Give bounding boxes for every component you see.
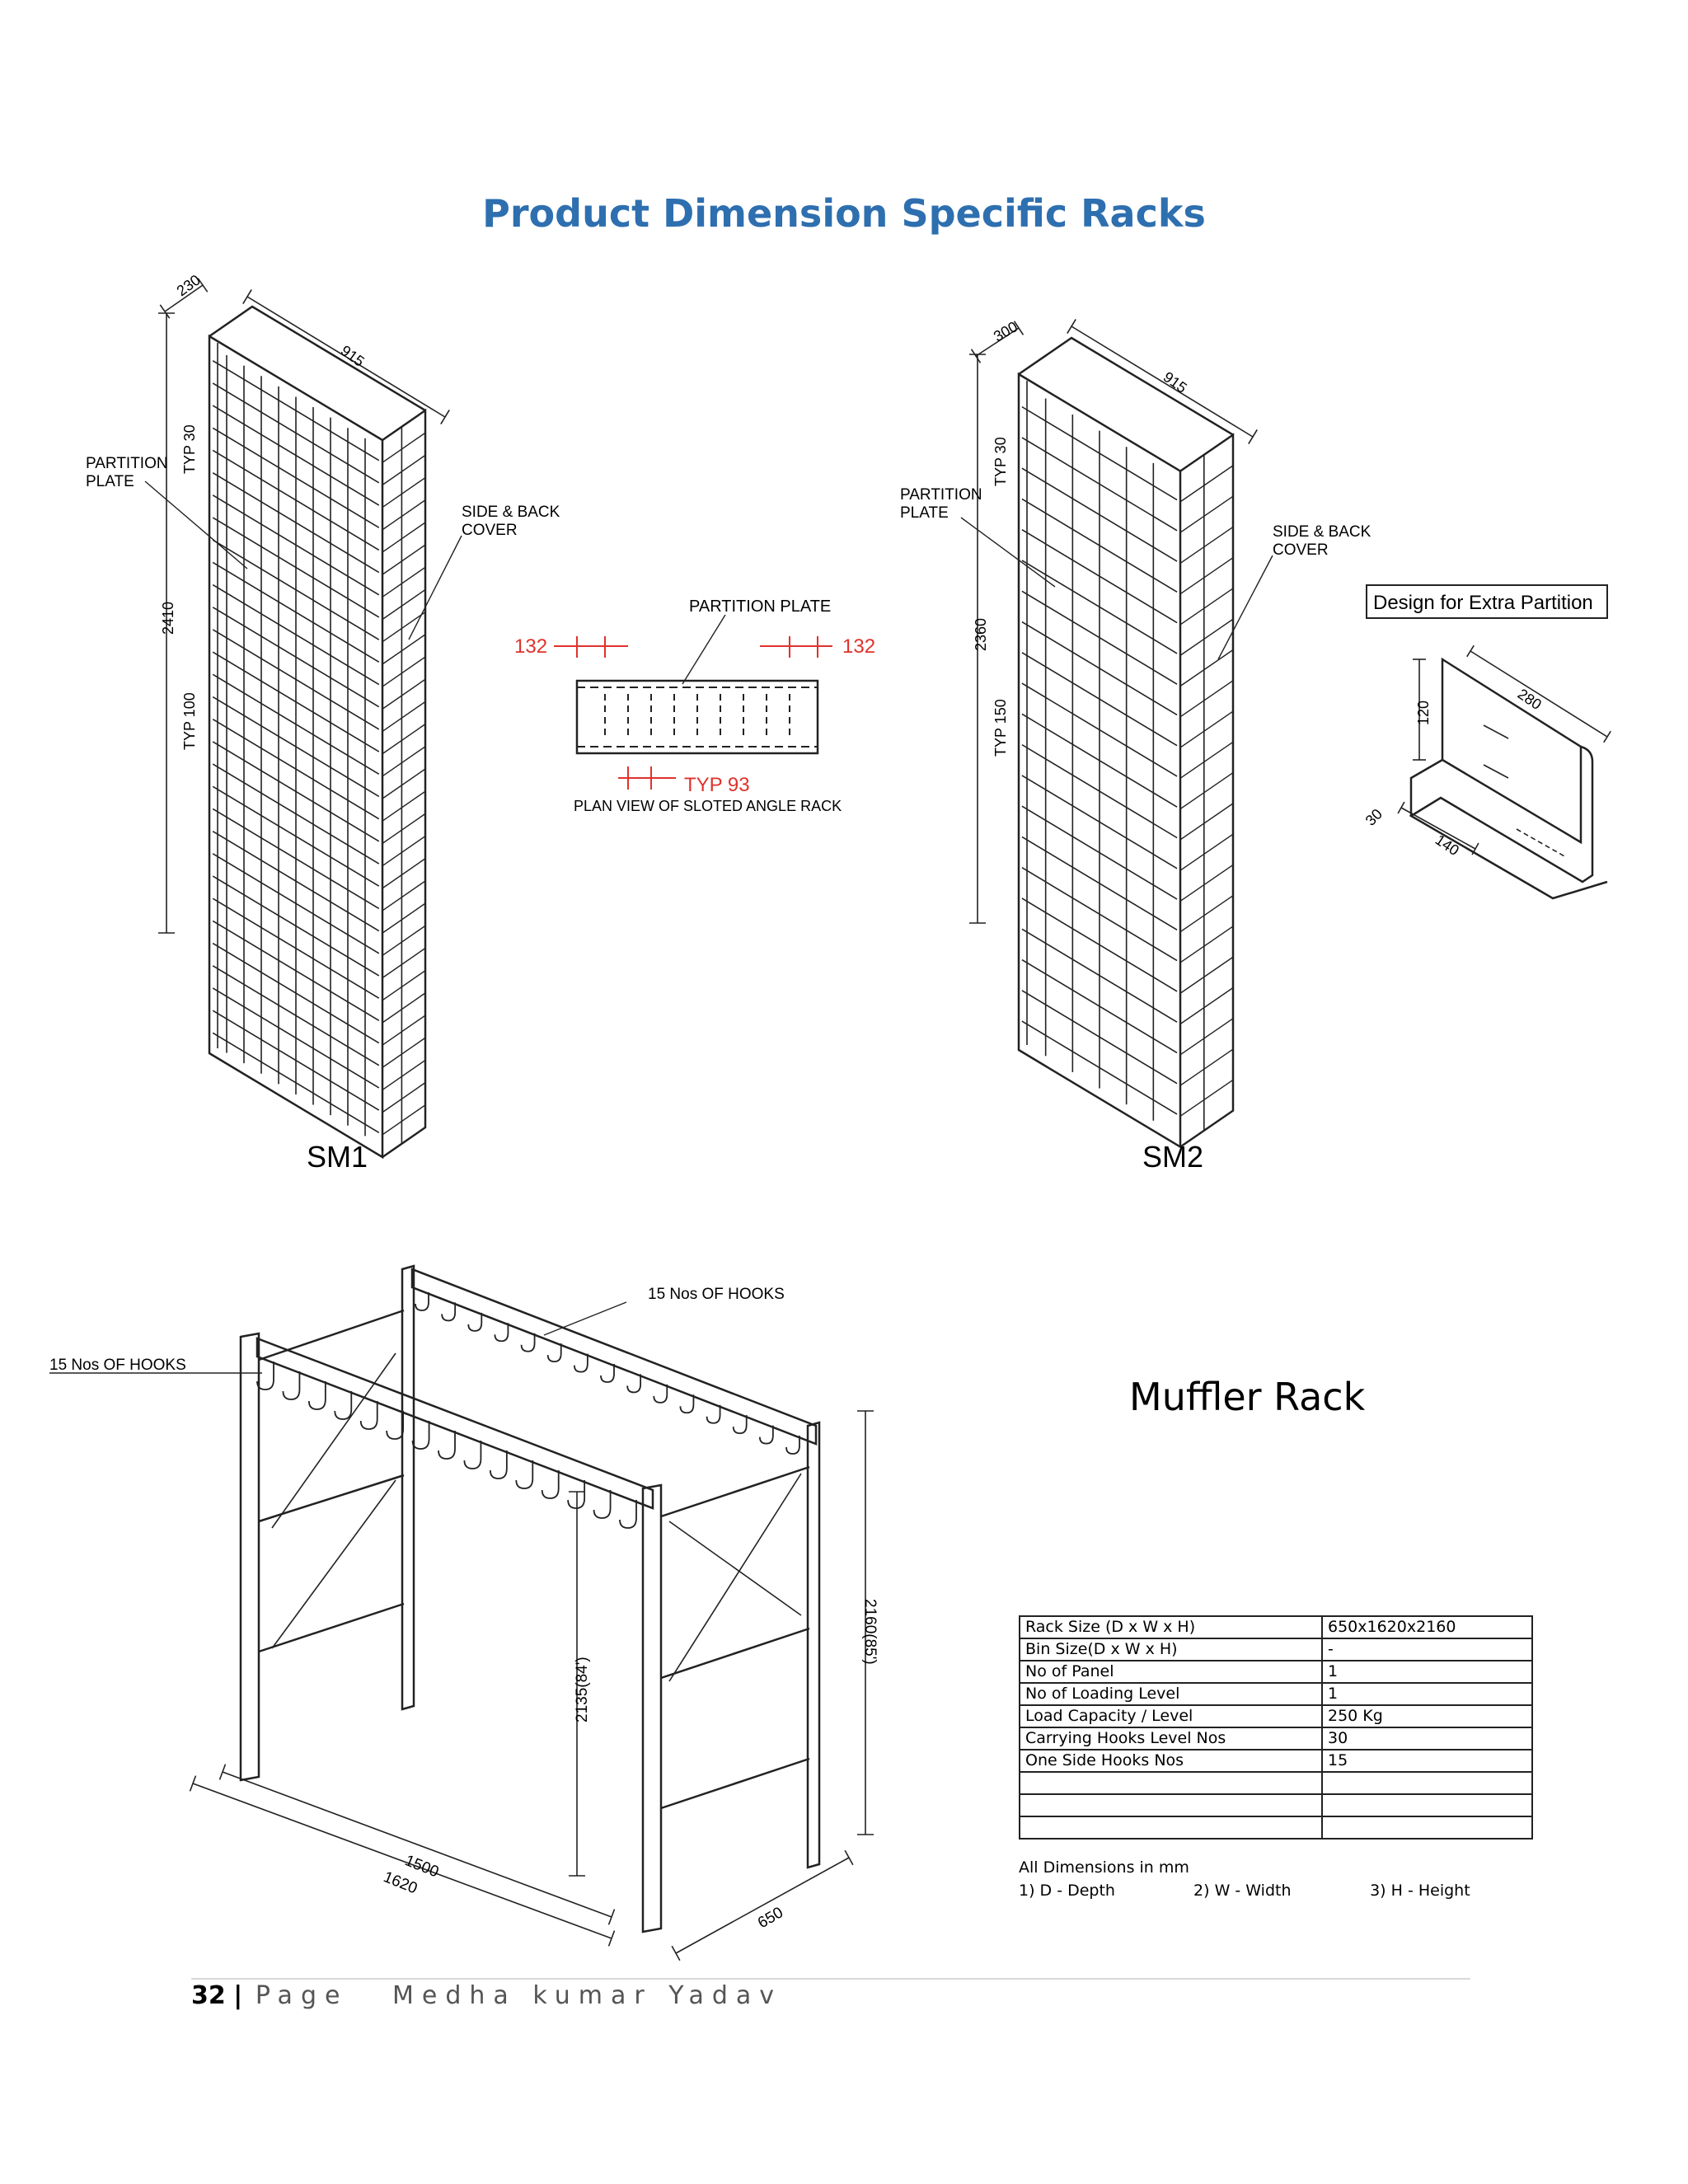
extra-dim-height: 120	[1415, 701, 1432, 725]
plan-caption: PLAN VIEW OF SLOTED ANGLE RACK	[574, 798, 842, 814]
sm2-dim-depth: 300	[991, 318, 1020, 344]
sm1-cover-label-1: SIDE & BACK	[462, 504, 560, 521]
spec-value: 250 Kg	[1321, 1704, 1533, 1728]
spec-label: Bin Size(D x W x H)	[1019, 1638, 1323, 1661]
muffler-dim-width-outer: 1620	[381, 1868, 420, 1897]
spec-value	[1321, 1816, 1533, 1840]
footer-separator: |	[233, 1981, 243, 2010]
spec-label: No of Panel	[1019, 1660, 1323, 1684]
sm1-dim-height: 2410	[160, 602, 176, 635]
muffler-dim-height-outer: 2160(85')	[861, 1599, 879, 1665]
extra-dim-lip: 30	[1362, 806, 1386, 829]
spec-value: 30	[1321, 1727, 1533, 1750]
extra-partition-drawing	[1397, 644, 1611, 900]
muffler-notes: All Dimensions in mm 1) D - Depth 2) W -…	[1019, 1856, 1470, 1902]
extra-partition-label: Design for Extra Partition	[1373, 592, 1593, 614]
footer-page-number: 32	[191, 1981, 226, 2010]
spec-row	[1019, 1816, 1533, 1840]
footer-divider	[191, 1978, 1470, 1980]
sm1-caption: SM1	[307, 1140, 368, 1174]
muffler-dim-height-inner: 2135(84')	[574, 1657, 591, 1722]
plan-typ: TYP 93	[684, 774, 750, 796]
muffler-rack-drawing	[49, 1264, 874, 1961]
plan-dim-right: 132	[842, 635, 875, 658]
plan-dim-left: 132	[514, 635, 547, 658]
spec-value: -	[1321, 1638, 1533, 1661]
spec-value: 650x1620x2160	[1321, 1615, 1533, 1639]
note-width: 2) W - Width	[1193, 1882, 1292, 1900]
footer-author: Medha kumar Yadav	[392, 1981, 783, 2010]
extra-partition-label-box	[1366, 584, 1608, 619]
sm1-partition-label-2: PLATE	[86, 473, 134, 490]
plan-label: PARTITION PLATE	[689, 598, 831, 616]
sm2-rack-drawing	[960, 319, 1273, 1149]
plan-view-drawing	[554, 614, 832, 790]
note-height: 3) H - Height	[1370, 1882, 1470, 1900]
note-depth: 1) D - Depth	[1019, 1882, 1115, 1900]
spec-value	[1321, 1793, 1533, 1817]
spec-label	[1019, 1793, 1323, 1817]
sm1-typ-bottom: TYP 100	[181, 692, 198, 750]
spec-row: Rack Size (D x W x H)650x1620x2160	[1019, 1615, 1533, 1639]
spec-label: One Side Hooks Nos	[1019, 1749, 1323, 1773]
spec-label: No of Loading Level	[1019, 1682, 1323, 1706]
note-dimensions: All Dimensions in mm	[1019, 1858, 1189, 1877]
muffler-hooks-back: 15 Nos OF HOOKS	[648, 1286, 785, 1303]
spec-value: 15	[1321, 1749, 1533, 1773]
spec-label: Carrying Hooks Level Nos	[1019, 1727, 1323, 1750]
muffler-hooks-front: 15 Nos OF HOOKS	[49, 1357, 186, 1374]
sm1-rack-drawing	[144, 278, 462, 1160]
muffler-title: Muffler Rack	[1129, 1375, 1366, 1419]
spec-label	[1019, 1771, 1323, 1795]
spec-row	[1019, 1793, 1533, 1817]
footer-page-word: Page	[255, 1981, 349, 2010]
spec-label: Rack Size (D x W x H)	[1019, 1615, 1323, 1639]
sm1-cover-label-2: COVER	[462, 522, 518, 539]
sm2-partition-label-2: PLATE	[900, 504, 949, 522]
muffler-dim-depth: 650	[755, 1904, 786, 1932]
sm2-cover-label-2: COVER	[1273, 541, 1329, 559]
spec-value: 1	[1321, 1660, 1533, 1684]
spec-label: Load Capacity / Level	[1019, 1704, 1323, 1728]
page-title: Product Dimension Specific Racks	[482, 191, 1206, 236]
sm2-partition-label-1: PARTITION	[900, 486, 982, 504]
spec-value: 1	[1321, 1682, 1533, 1706]
sm2-dim-width: 915	[1160, 368, 1190, 396]
spec-row: Bin Size(D x W x H)-	[1019, 1638, 1533, 1661]
sm2-caption: SM2	[1142, 1140, 1204, 1174]
sm1-partition-label-1: PARTITION	[86, 455, 168, 472]
spec-label	[1019, 1816, 1323, 1840]
extra-dim-depth: 140	[1432, 832, 1462, 859]
sm1-dim-width: 915	[338, 342, 368, 370]
sm1-dim-depth: 230	[174, 271, 204, 299]
sm2-typ-top: TYP 30	[992, 437, 1009, 486]
sm2-dim-height: 2360	[973, 618, 989, 651]
spec-row	[1019, 1771, 1533, 1795]
footer: 32 | Page Medha kumar Yadav	[191, 1981, 782, 2010]
spec-value	[1321, 1771, 1533, 1795]
sm1-typ-top: TYP 30	[181, 424, 198, 474]
sm2-typ-bottom: TYP 150	[992, 699, 1009, 757]
sm2-cover-label-1: SIDE & BACK	[1273, 523, 1372, 541]
